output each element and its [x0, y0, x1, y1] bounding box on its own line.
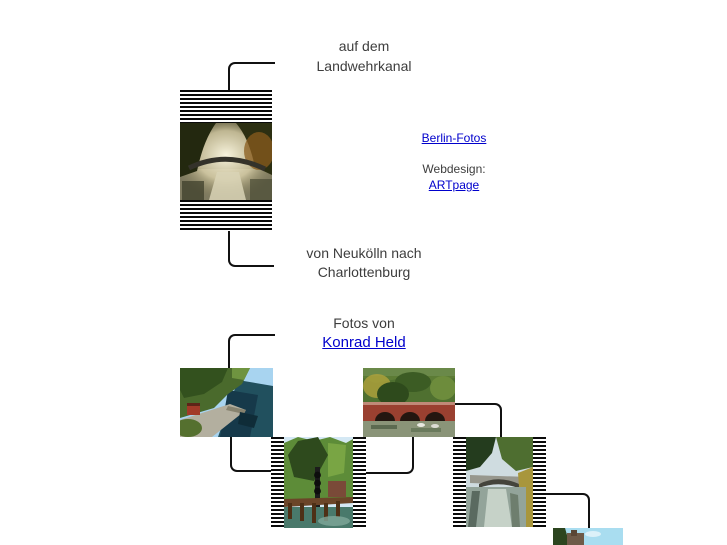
stripe-decoration-top	[180, 90, 272, 123]
photo-canal-bridge-autumn[interactable]	[180, 123, 272, 200]
side-links: Berlin-Fotos Webdesign: ARTpage	[399, 131, 509, 192]
webdesign-label: Webdesign:	[422, 162, 486, 176]
photo-canal-pier-signal[interactable]	[284, 437, 353, 528]
connector-line-credit	[228, 334, 275, 370]
page-title: auf dem Landwehrkanal	[279, 36, 449, 76]
stripe-decoration-left	[271, 437, 284, 528]
stripe-decoration-right	[533, 437, 546, 527]
connector-line-photo5-top	[546, 493, 590, 530]
connector-line-title	[228, 62, 275, 92]
route-line-2: Charlottenburg	[317, 264, 411, 280]
route-line-1: von Neukölln nach	[306, 245, 422, 261]
photo-canal-bank[interactable]	[180, 368, 273, 437]
stripe-decoration-left	[453, 437, 466, 527]
title-line-1: auf dem	[338, 38, 390, 54]
stripe-decoration-right	[353, 437, 366, 528]
stripe-decoration-bottom	[180, 200, 272, 231]
connector-line-photo1-left	[230, 437, 274, 472]
route-subtitle: von Neukölln nach Charlottenburg	[279, 244, 449, 282]
berlin-fotos-link[interactable]: Berlin-Fotos	[421, 131, 487, 145]
photo-partial-bottom[interactable]	[553, 528, 623, 545]
photo-red-brick-bridge[interactable]	[363, 368, 455, 437]
photo-grey-bridge-canal[interactable]	[466, 437, 533, 527]
konrad-held-link[interactable]: Konrad Held	[322, 334, 406, 351]
connector-line-photo4-top	[455, 403, 502, 439]
top-photo-block	[180, 90, 272, 231]
photographer-credit: Fotos von Konrad Held	[279, 314, 449, 352]
grey-bridge-photo-block	[453, 437, 546, 527]
connector-line-route	[228, 231, 274, 267]
artpage-link[interactable]: ARTpage	[428, 178, 480, 192]
connector-line-photo2-right	[366, 437, 414, 474]
title-line-2: Landwehrkanal	[316, 58, 412, 74]
pier-photo-block	[271, 437, 366, 528]
credit-label: Fotos von	[333, 315, 395, 331]
